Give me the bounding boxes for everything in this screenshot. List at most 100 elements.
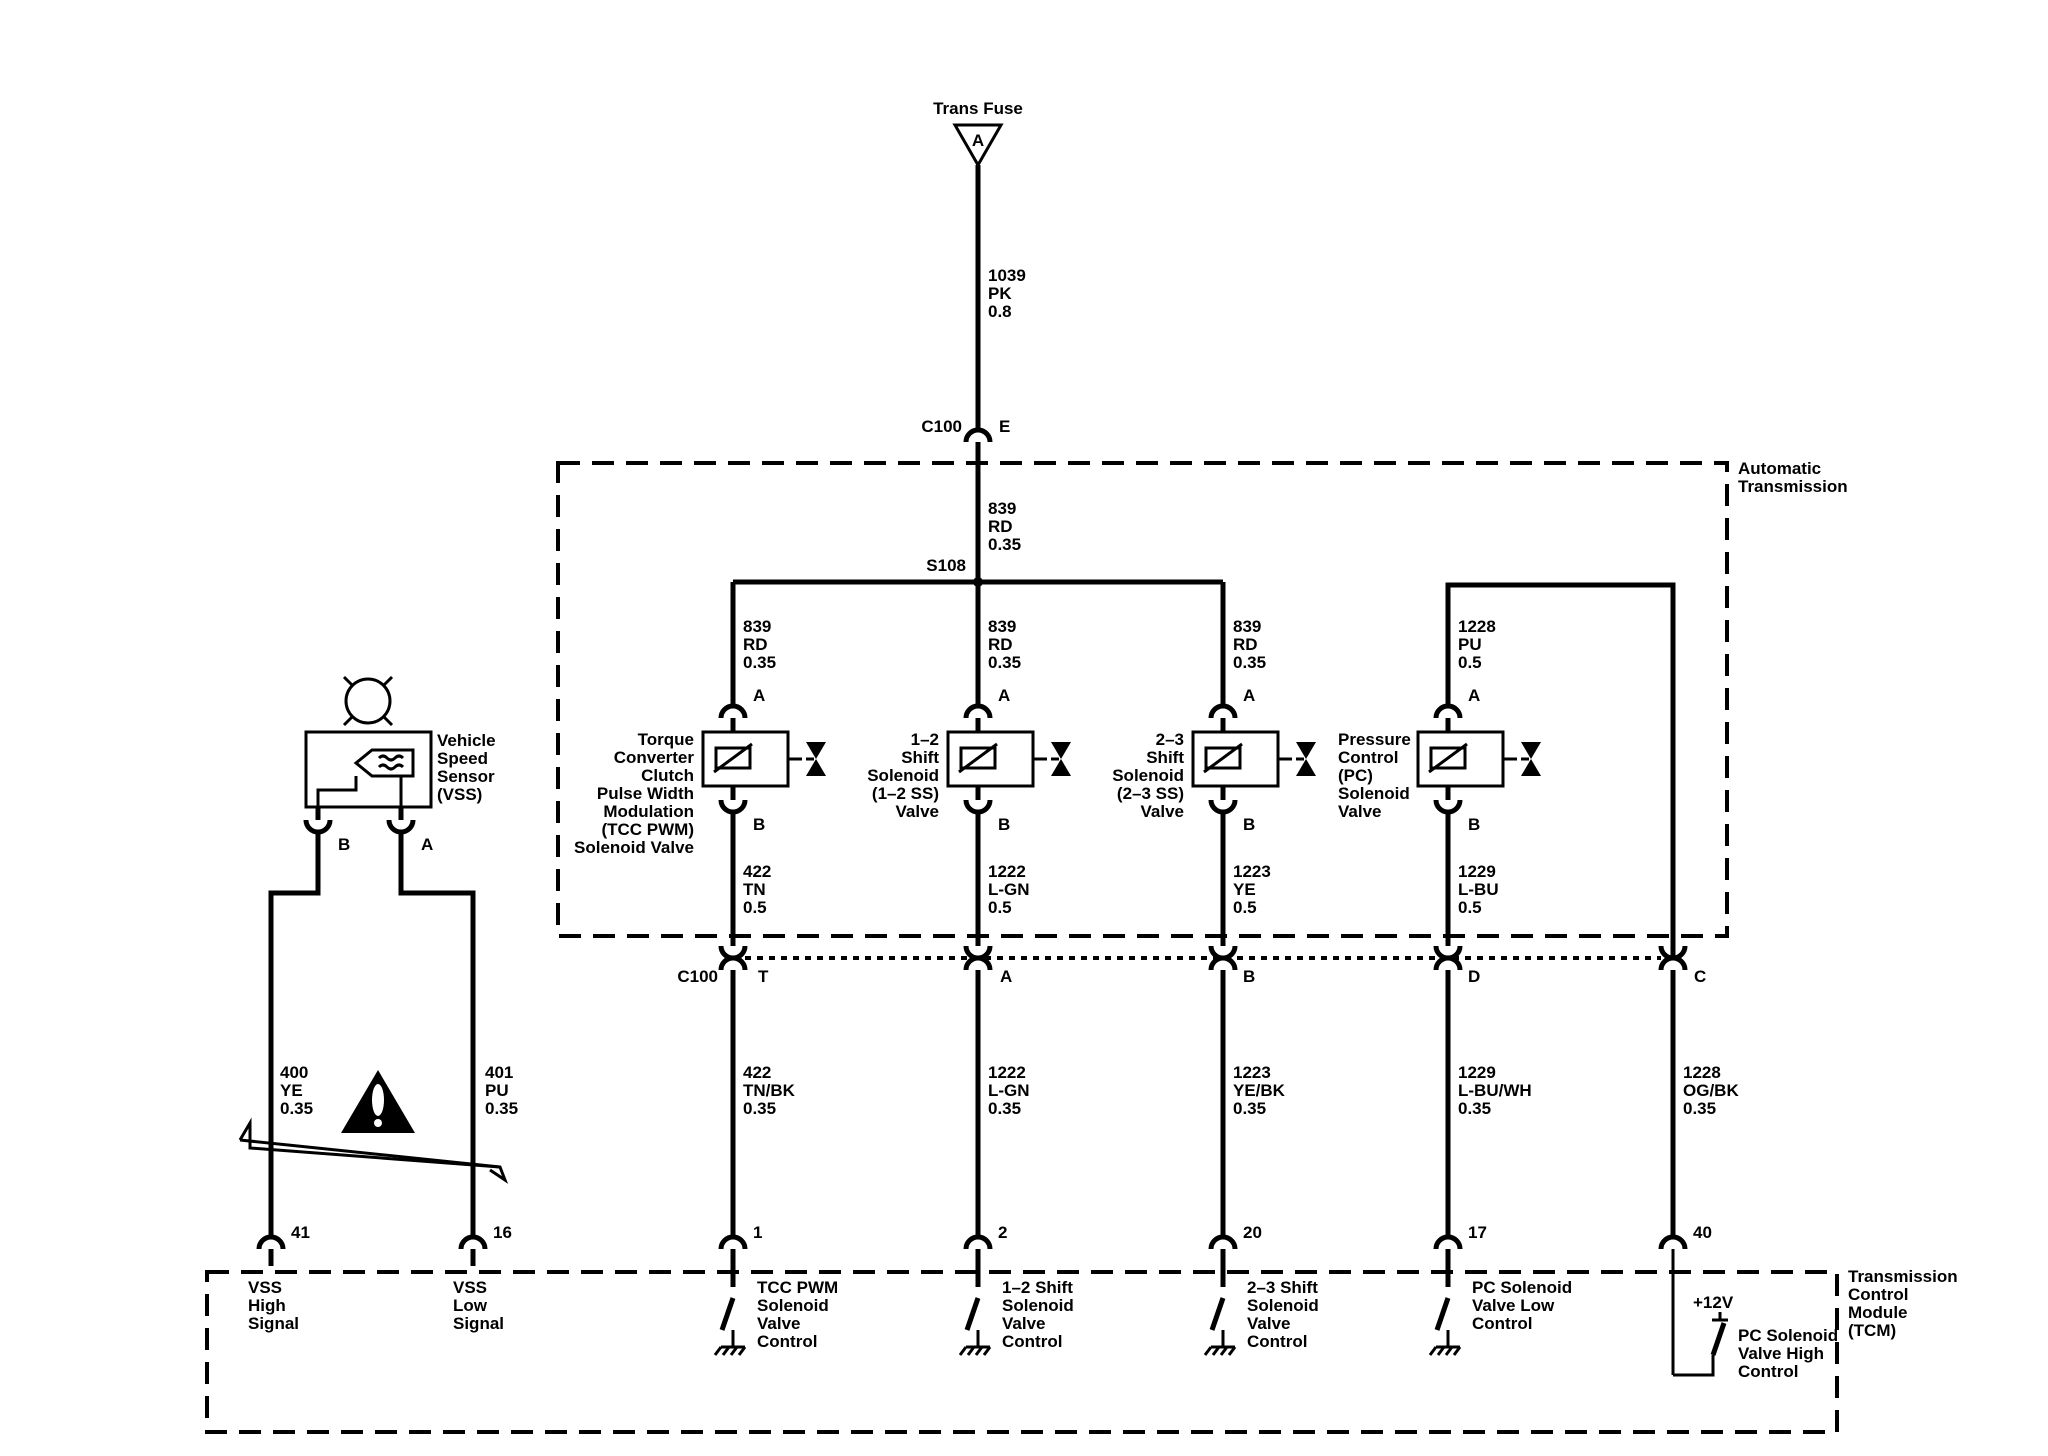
ss12-lower-wire-label: 1222 L-GN 0.5 [988, 862, 1030, 917]
svg-text:0.35: 0.35 [988, 535, 1021, 554]
svg-text:Solenoid: Solenoid [1338, 784, 1410, 803]
pc-pin-a: A [1468, 686, 1480, 705]
caution-icon[interactable] [341, 1070, 415, 1133]
svg-text:Signal: Signal [453, 1314, 504, 1333]
svg-text:0.5: 0.5 [1233, 898, 1257, 917]
ss12-solenoid-name: 1–2 Shift Solenoid (1–2 SS) Valve [867, 730, 939, 821]
switch-icon [719, 1297, 736, 1331]
trans-fuse[interactable]: Trans Fuse A [933, 99, 1023, 169]
pc-high-loop-wire [1445, 582, 1676, 958]
svg-text:839: 839 [988, 499, 1016, 518]
svg-text:839: 839 [743, 617, 771, 636]
svg-text:0.35: 0.35 [743, 1099, 776, 1118]
svg-text:40: 40 [1693, 1223, 1712, 1242]
ss23-lower-wire-label: 1223 YE 0.5 [1233, 862, 1271, 917]
svg-text:1222: 1222 [988, 862, 1026, 881]
connector-icon [1658, 1234, 1688, 1250]
tcm-pin-41[interactable]: 41 VSS High Signal [248, 1223, 310, 1333]
tcm-pin-20[interactable]: 20 2–3 Shift Solenoid Valve Control [1203, 1223, 1319, 1356]
tcm-pin-40[interactable]: 40 +12V PC Solenoid Valve High Control [1658, 1223, 1838, 1381]
pc-lower-wire-label: 1229 L-BU 0.5 [1458, 862, 1499, 917]
svg-text:TN/BK: TN/BK [743, 1081, 796, 1100]
tcm-pin-17[interactable]: 17 PC Solenoid Valve Low Control [1428, 1223, 1572, 1356]
svg-text:L-BU: L-BU [1458, 880, 1499, 899]
harness-wire-2-3-ss[interactable]: 1223 YE/BK 0.35 [1220, 970, 1286, 1237]
svg-text:Transmission: Transmission [1848, 1267, 1958, 1286]
tcc-solenoid-name: Torque Converter Clutch Pulse Width Modu… [574, 730, 694, 857]
svg-text:Transmission: Transmission [1738, 477, 1848, 496]
svg-text:Vehicle: Vehicle [437, 731, 496, 750]
tcm-pin-16[interactable]: 16 VSS Low Signal [453, 1223, 512, 1333]
svg-text:PC Solenoid: PC Solenoid [1472, 1278, 1572, 1297]
svg-text:(2–3 SS): (2–3 SS) [1117, 784, 1184, 803]
svg-text:Shift: Shift [1146, 748, 1184, 767]
c100-top-name: C100 [921, 417, 962, 436]
connector-icon [718, 799, 748, 815]
svg-text:OG/BK: OG/BK [1683, 1081, 1739, 1100]
connector-icon [1433, 799, 1463, 815]
tcm-pin-2[interactable]: 2 1–2 Shift Solenoid Valve Control [958, 1223, 1074, 1356]
connector-icon [1208, 1234, 1238, 1250]
ss12-pin-b: B [998, 815, 1010, 834]
svg-text:1–2 Shift: 1–2 Shift [1002, 1278, 1073, 1297]
switch-icon [1209, 1297, 1226, 1331]
svg-text:1223: 1223 [1233, 862, 1271, 881]
solenoid-pressure-control[interactable]: 1228 PU 0.5 A B 1229 L-BU 0.5 Pressure C… [1338, 585, 1541, 946]
svg-text:Control: Control [1338, 748, 1398, 767]
svg-text:Valve High: Valve High [1738, 1344, 1824, 1363]
svg-text:16: 16 [493, 1223, 512, 1242]
tcm-pin-1[interactable]: 1 TCC PWM Solenoid Valve Control [713, 1223, 838, 1356]
svg-text:0.35: 0.35 [280, 1099, 313, 1118]
svg-text:Valve: Valve [896, 802, 940, 821]
connector-icon [963, 703, 993, 719]
svg-text:Valve: Valve [1247, 1314, 1291, 1333]
svg-text:TN: TN [743, 880, 766, 899]
connector-icon [718, 703, 748, 719]
svg-text:422: 422 [743, 1063, 771, 1082]
vss-low-wire[interactable]: 401 PU 0.35 [398, 832, 518, 1237]
svg-text:(1–2 SS): (1–2 SS) [872, 784, 939, 803]
c100-bottom-connector[interactable]: C100 T A B D C [677, 945, 1706, 986]
solenoid-2-3-ss[interactable]: 839 RD 0.35 A B 1223 YE 0.5 2–3 Shift So… [1112, 582, 1316, 946]
c100-top-connector[interactable]: C100 E [921, 417, 1010, 443]
feed-wire-label: 1039 PK 0.8 [988, 266, 1026, 321]
fuse-triangle-icon [952, 123, 1004, 169]
vehicle-speed-sensor[interactable]: Vehicle Speed Sensor (VSS) B A [303, 675, 496, 854]
svg-text:Low: Low [453, 1296, 488, 1315]
svg-text:839: 839 [1233, 617, 1261, 636]
svg-text:YE: YE [1233, 880, 1256, 899]
connector-icon [256, 1234, 286, 1250]
svg-text:L-BU/WH: L-BU/WH [1458, 1081, 1532, 1100]
svg-text:20: 20 [1243, 1223, 1262, 1242]
svg-text:B: B [1243, 967, 1255, 986]
svg-text:PU: PU [485, 1081, 509, 1100]
ss12-upper-wire-label: 839 RD 0.35 [988, 617, 1021, 672]
svg-text:L-GN: L-GN [988, 1081, 1030, 1100]
connector-icon [1208, 703, 1238, 719]
svg-text:401: 401 [485, 1063, 513, 1082]
harness-wire-pc-high[interactable]: 1228 OG/BK 0.35 [1670, 970, 1739, 1237]
c100-top-pin: E [999, 417, 1010, 436]
svg-text:2–3: 2–3 [1156, 730, 1184, 749]
svg-text:Valve Low: Valve Low [1472, 1296, 1555, 1315]
tcc-upper-wire-label: 839 RD 0.35 [743, 617, 776, 672]
svg-text:0.8: 0.8 [988, 302, 1012, 321]
ss23-solenoid-name: 2–3 Shift Solenoid (2–3 SS) Valve [1112, 730, 1184, 821]
harness-wire-tcc[interactable]: 422 TN/BK 0.35 [730, 970, 796, 1237]
svg-text:Valve: Valve [1338, 802, 1382, 821]
solenoid-1-2-ss[interactable]: 839 RD 0.35 A B 1222 L-GN 0.5 1–2 Shift … [867, 582, 1071, 946]
svg-text:1039: 1039 [988, 266, 1026, 285]
svg-text:(TCM): (TCM) [1848, 1321, 1896, 1340]
vss-high-wire[interactable]: 400 YE 0.35 [268, 832, 321, 1237]
svg-text:TCC PWM: TCC PWM [757, 1278, 838, 1297]
harness-wire-pc-low[interactable]: 1229 L-BU/WH 0.35 [1445, 970, 1532, 1237]
harness-wire-1-2-ss[interactable]: 1222 L-GN 0.35 [975, 970, 1030, 1237]
svg-text:1222: 1222 [988, 1063, 1026, 1082]
solenoid-tcc-pwm[interactable]: 839 RD 0.35 A B 422 TN 0.5 Torque Conver… [574, 582, 826, 946]
ss23-pin-b: B [1243, 815, 1255, 834]
tcc-pin-a: A [753, 686, 765, 705]
twisted-pair-icon [238, 1117, 509, 1184]
fuse-letter: A [972, 131, 984, 150]
svg-text:Modulation: Modulation [603, 802, 694, 821]
